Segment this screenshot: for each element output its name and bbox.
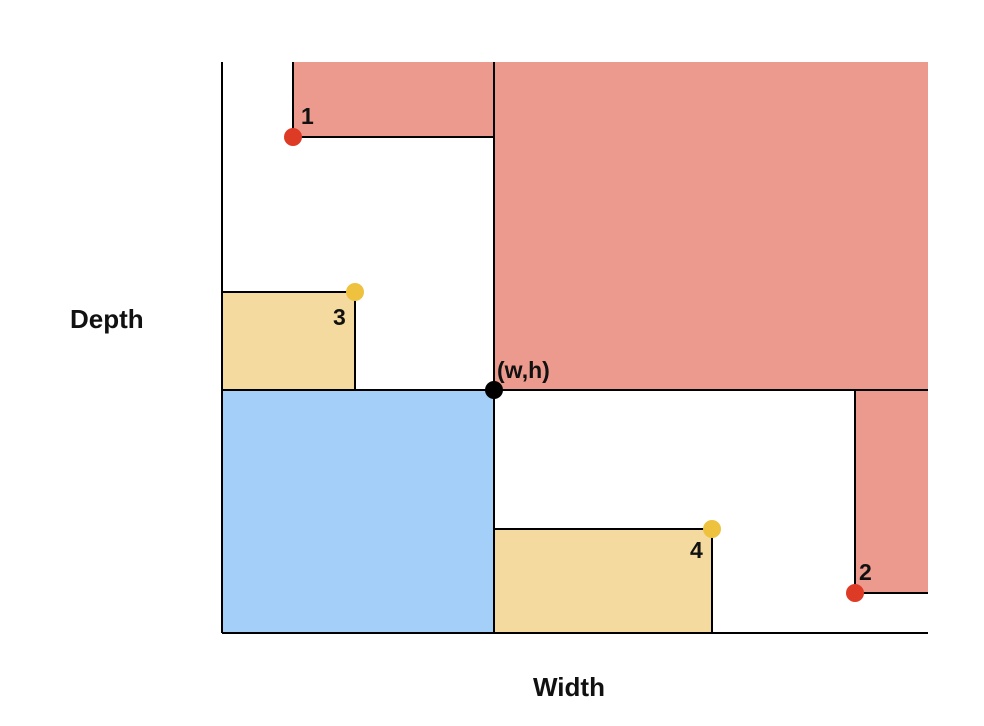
point-2-marker: [846, 584, 864, 602]
red-box-top-small: [293, 62, 494, 137]
corner-point-marker: [485, 381, 503, 399]
point-1-marker: [284, 128, 302, 146]
box-outlines: [221, 62, 928, 634]
yellow-box-left: [222, 292, 355, 390]
yellow-box-bottom: [494, 529, 712, 633]
blue-box: [222, 390, 494, 633]
red-box-large: [494, 62, 928, 390]
point-3-marker: [346, 283, 364, 301]
y-axis-label: Depth: [70, 304, 144, 334]
point-1-label: 1: [301, 103, 314, 129]
red-box-right: [855, 390, 928, 593]
corner-label: (w,h): [497, 357, 550, 383]
point-3-label: 3: [333, 304, 346, 330]
point-4-marker: [703, 520, 721, 538]
point-4-label: 4: [690, 537, 703, 563]
x-axis-label: Width: [533, 672, 605, 702]
point-2-label: 2: [859, 559, 872, 585]
